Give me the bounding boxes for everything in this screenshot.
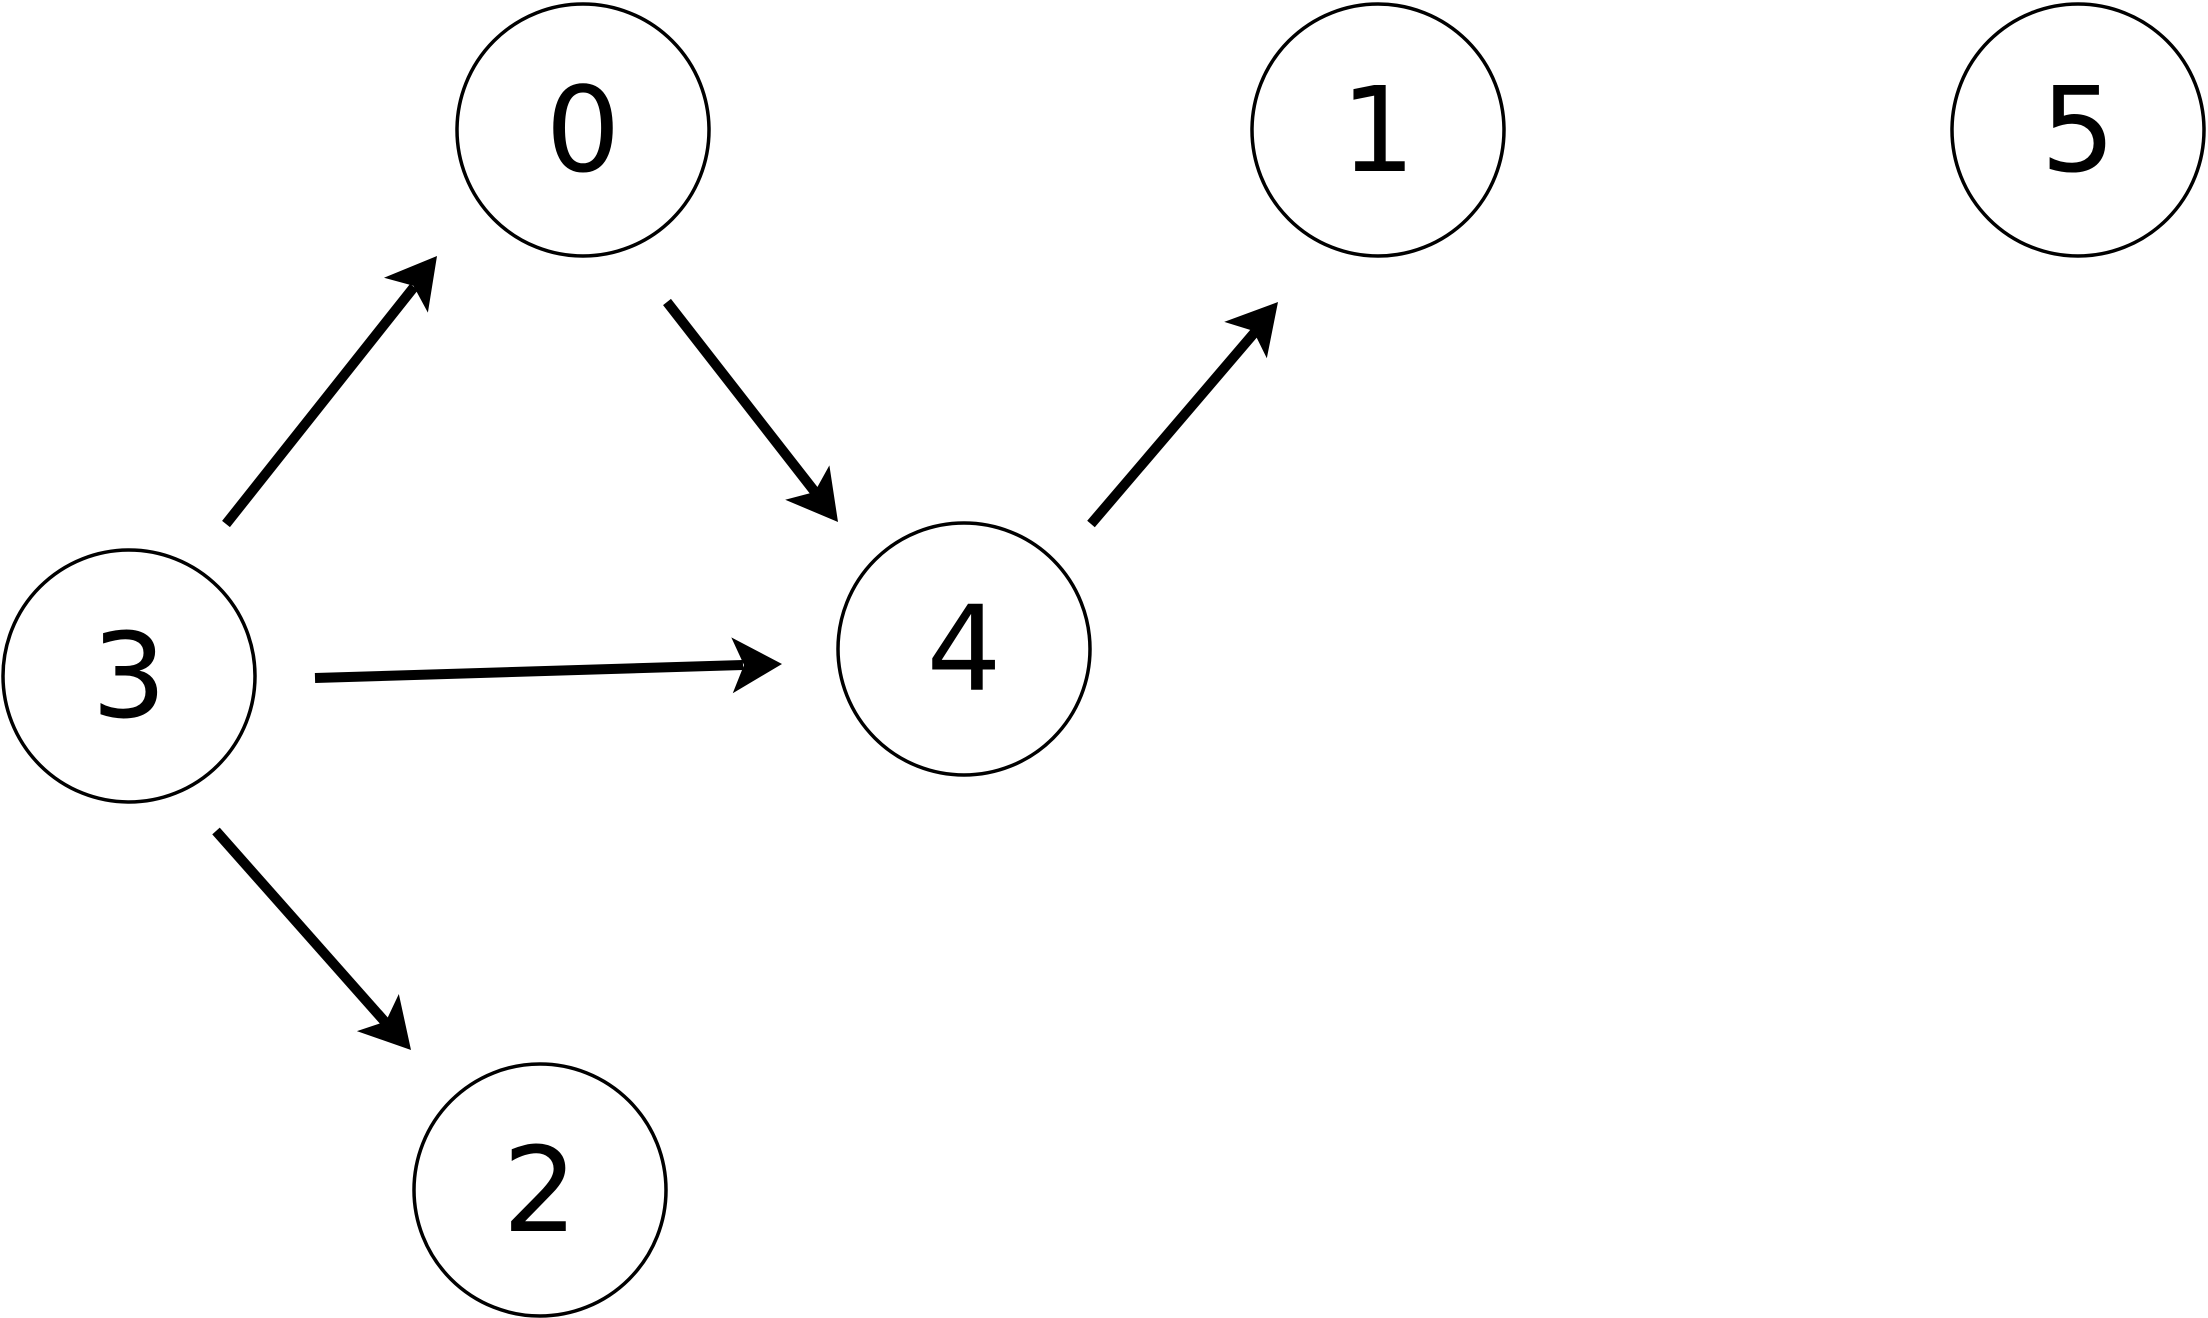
edge-0-to-4-arrowhead [785, 465, 861, 540]
node-2: 2 [412, 1062, 668, 1318]
node-2-label: 2 [502, 1121, 577, 1259]
edge-3-to-4-line [314, 660, 744, 683]
edge-3-to-0 [222, 238, 459, 528]
node-4-circle [836, 521, 1092, 777]
node-4-label: 4 [926, 580, 1001, 718]
node-1-label: 1 [1340, 61, 1415, 199]
edge-3-to-0-line [222, 283, 418, 528]
edge-4-to-1-arrowhead [1224, 283, 1300, 359]
edge-0-to-4-line [663, 298, 819, 496]
node-0-circle [455, 2, 711, 258]
edges-layer [212, 238, 1300, 1069]
node-5: 5 [1950, 2, 2206, 258]
edge-3-to-2-line [212, 827, 390, 1027]
edge-3-to-2 [212, 827, 432, 1069]
edge-4-to-1 [1087, 283, 1300, 528]
edge-4-to-1-line [1087, 328, 1259, 528]
edge-3-to-0-arrowhead [383, 238, 459, 313]
node-4: 4 [836, 521, 1092, 777]
node-1-circle [1250, 2, 1506, 258]
node-5-label: 5 [2040, 61, 2115, 199]
node-3-circle [1, 548, 257, 804]
node-3: 3 [1, 548, 257, 804]
edge-0-to-4 [663, 298, 861, 540]
node-2-circle [412, 1062, 668, 1318]
node-3-label: 3 [91, 607, 166, 745]
node-5-circle [1950, 2, 2206, 258]
node-0-label: 0 [545, 61, 620, 199]
node-0: 0 [455, 2, 711, 258]
edge-3-to-4 [314, 636, 783, 694]
node-1: 1 [1250, 2, 1506, 258]
